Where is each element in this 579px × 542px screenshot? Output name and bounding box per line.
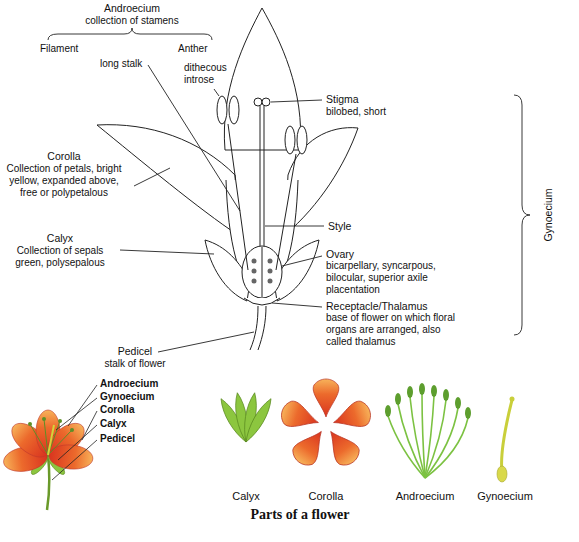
anther-lobe [297, 126, 307, 154]
ovary [242, 246, 282, 298]
part-description: Collection of sepals green, polysepalous [5, 245, 115, 269]
style [260, 106, 261, 246]
anther-lobe [229, 96, 239, 124]
part-name: Calyx [5, 232, 115, 245]
leader-line [271, 100, 322, 102]
leader-line [148, 65, 240, 211]
flower-part-label: Pedicel [100, 433, 135, 445]
androecium-brace [48, 28, 212, 40]
leader-line [134, 168, 170, 186]
leader-line [282, 256, 322, 266]
gynoecium-brace [514, 95, 530, 335]
part-name: Corolla [4, 150, 124, 163]
part-caption: Androecium [385, 490, 465, 503]
calyx-figure [217, 392, 275, 445]
leader-line [265, 226, 324, 227]
pistil [48, 425, 54, 455]
corolla-figure [278, 379, 373, 470]
part-description: dithecous introse [184, 62, 234, 86]
stigma-lobe [254, 98, 262, 106]
leader-line [120, 250, 214, 254]
part-description: base of flower on which floral organs ar… [326, 312, 466, 348]
part-caption: Calyx [206, 490, 286, 503]
part-description: collection of stamens [72, 15, 192, 27]
anthers [28, 417, 74, 432]
leader-line [158, 332, 254, 352]
filament [276, 154, 296, 270]
flower-part-label: Androecium [100, 378, 158, 390]
anther-lobe [285, 126, 295, 154]
part-name: Stigma [326, 93, 359, 106]
leader-line [272, 303, 322, 307]
part-name: Filament [40, 43, 78, 55]
figure-caption: Parts of a flower [190, 507, 410, 524]
gynoecium-figure [497, 397, 515, 483]
part-name: Ovary [326, 248, 354, 261]
part-description: Collection of petals, bright yellow, exp… [4, 163, 124, 199]
leader-lines [52, 385, 97, 480]
part-description: bicarpellary, syncarpous, bilocular, sup… [326, 260, 456, 296]
ovules [252, 259, 273, 284]
flower-pedicel [47, 455, 49, 510]
part-name: Androecium [92, 2, 172, 15]
style [264, 106, 265, 246]
stamens [30, 419, 72, 455]
part-caption: Gynoecium [465, 490, 545, 503]
anther-lobe [217, 96, 227, 124]
pedicel [250, 306, 266, 350]
colour-flower [2, 385, 97, 510]
petals [2, 410, 94, 475]
flower-section [97, 8, 358, 350]
part-caption: Corolla [286, 490, 366, 503]
stigma-lobe [262, 98, 270, 106]
flower-part-label: Calyx [100, 418, 127, 430]
receptacle [244, 298, 280, 305]
part-name: Style [328, 220, 351, 233]
part-name: Anther [178, 43, 207, 55]
part-name: Gynoecium [542, 188, 555, 241]
part-name: Receptacle/Thalamus [326, 300, 428, 313]
part-name: Pedicel [95, 345, 175, 358]
leader-lines [48, 28, 530, 352]
flower-part-label: Corolla [100, 404, 134, 416]
androecium-figure [385, 383, 471, 478]
ovary-septum [262, 247, 263, 297]
flower-part-label: Gynoecium [100, 391, 154, 403]
part-description: bilobed, short [326, 106, 386, 118]
part-description: long stalk [100, 58, 142, 70]
leader-line [214, 89, 219, 96]
part-description: stalk of flower [95, 358, 175, 370]
